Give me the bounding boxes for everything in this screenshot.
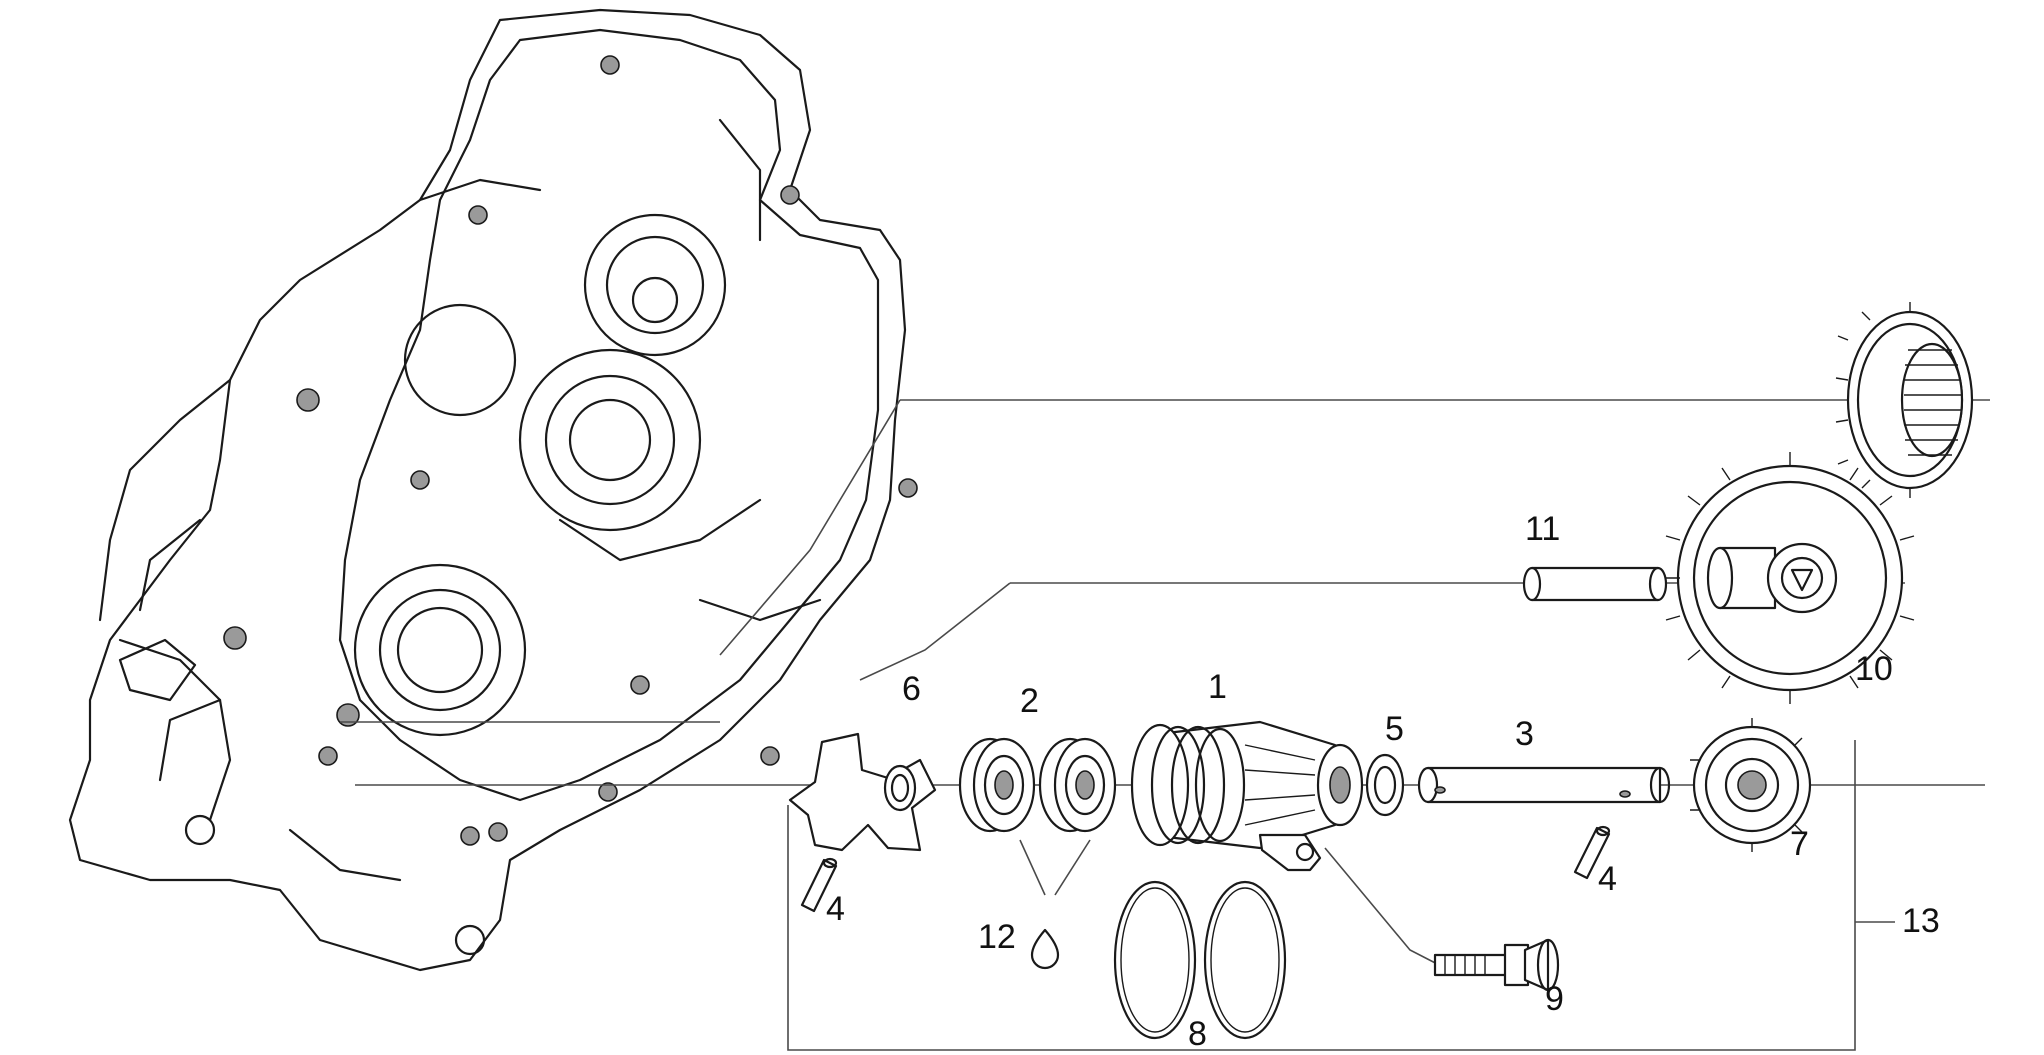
- large-gear: [1664, 452, 1915, 704]
- callout-13: 13: [1902, 902, 1940, 940]
- pin-left: [800, 857, 838, 913]
- bearing-2: [1038, 737, 1117, 833]
- washer: [1365, 753, 1405, 817]
- o-ring-1: [1113, 880, 1197, 1040]
- grease-drop: [1030, 928, 1060, 970]
- impeller: [788, 732, 937, 852]
- callout-4-right: 4: [1598, 860, 1617, 898]
- callout-9: 9: [1545, 980, 1564, 1018]
- callout-5: 5: [1385, 710, 1404, 748]
- callout-3: 3: [1515, 715, 1534, 753]
- callout-12: 12: [978, 918, 1016, 956]
- callout-11: 11: [1525, 510, 1560, 548]
- callouts: 1 2 3 4 4 5 6 7 8 9 10 11 12 13: [826, 510, 1940, 1053]
- shaft: [1417, 766, 1671, 804]
- small-gear: [1690, 718, 1812, 852]
- splined-gear: [1835, 302, 1974, 498]
- callout-8: 8: [1188, 1015, 1207, 1053]
- pump-body: [1130, 720, 1364, 872]
- callout-4-left: 4: [826, 890, 845, 928]
- bolt: [1433, 938, 1560, 992]
- dowel-pin: [1522, 566, 1668, 602]
- bearing-1: [958, 737, 1036, 833]
- callout-2: 2: [1020, 682, 1039, 720]
- callout-10: 10: [1855, 650, 1893, 688]
- kit-bracket: [787, 740, 1856, 1051]
- callout-1: 1: [1208, 668, 1227, 706]
- o-ring-2: [1203, 880, 1287, 1040]
- crankcase-housing: [68, 8, 918, 972]
- pin-right: [1573, 825, 1611, 880]
- callout-7: 7: [1790, 825, 1809, 863]
- callout-6: 6: [902, 670, 921, 708]
